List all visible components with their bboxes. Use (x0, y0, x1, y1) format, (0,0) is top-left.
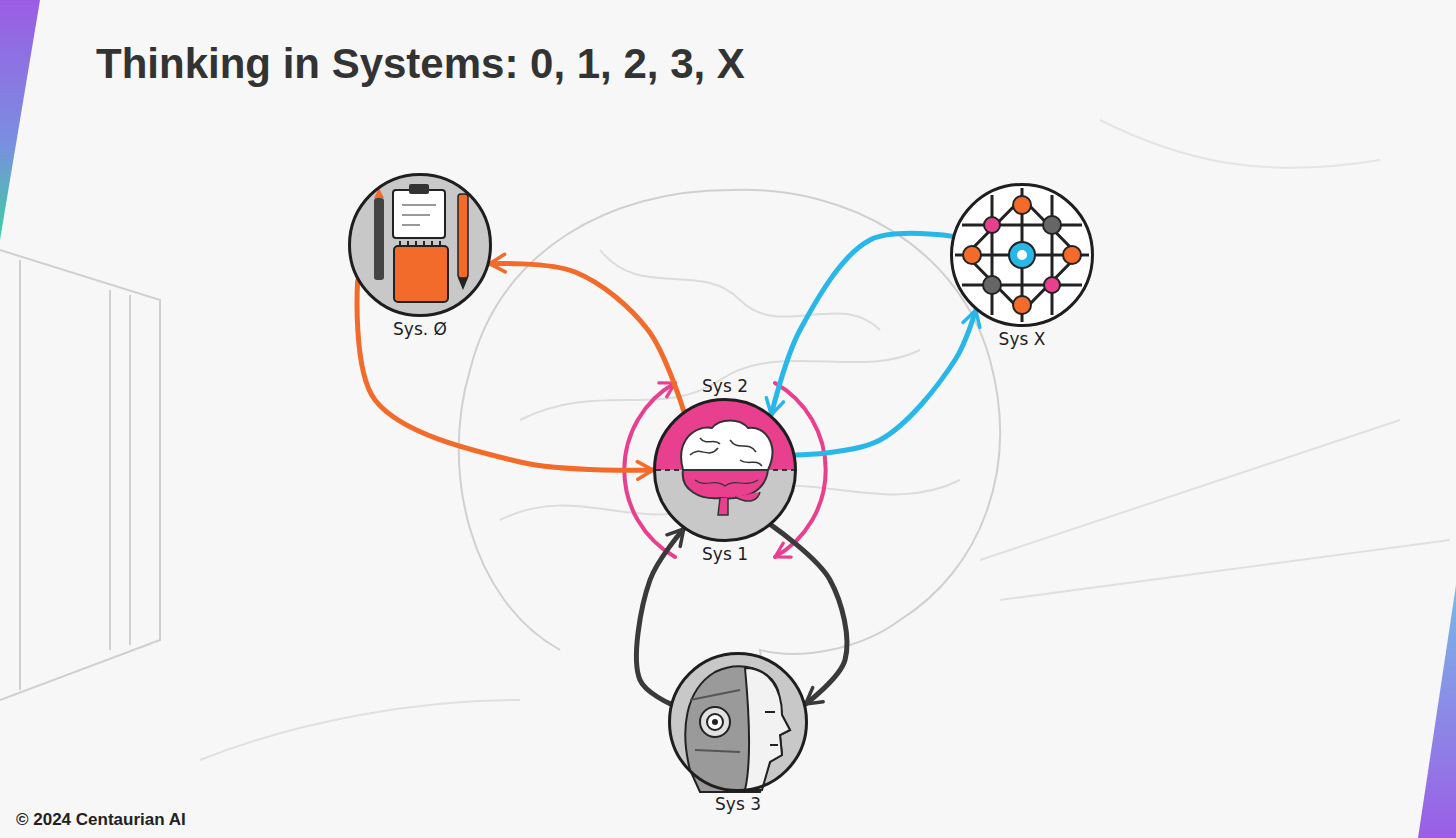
system-label: Sys 2 (698, 374, 752, 398)
flow-arrow (357, 281, 653, 470)
title: Thinking in Systems: 0, 1, 2, 3, X (96, 40, 745, 88)
system-circle (348, 173, 492, 317)
corner-stripe (1418, 585, 1456, 838)
flow-arrow (490, 263, 684, 411)
system-label: Sys 3 (711, 792, 765, 816)
copyright-note: © 2024 Centaurian AI (16, 810, 186, 830)
system-label: Sys X (995, 327, 1050, 351)
system-circle (668, 652, 808, 792)
system-circle (950, 183, 1094, 327)
flow-arrow (636, 529, 683, 704)
flow-arrow (771, 233, 952, 414)
system-node: Sys 3 (628, 652, 848, 816)
flow-arrow (771, 525, 847, 704)
system-node: Sys 2 Sys 1 (613, 374, 837, 567)
system-node: Sys X (910, 183, 1134, 351)
loop-arrow (624, 383, 825, 557)
flow-arrow (795, 310, 975, 455)
system-label: Sys 1 (698, 542, 752, 566)
brain-icon (655, 400, 795, 540)
network-icon (952, 185, 1092, 325)
system-label: Sys. Ø (389, 317, 451, 341)
system-node: Sys. Ø (308, 173, 532, 341)
corner-stripe (0, 0, 40, 240)
stationery-icon (350, 175, 490, 315)
system-circle (653, 398, 797, 542)
robot-icon (670, 654, 806, 792)
